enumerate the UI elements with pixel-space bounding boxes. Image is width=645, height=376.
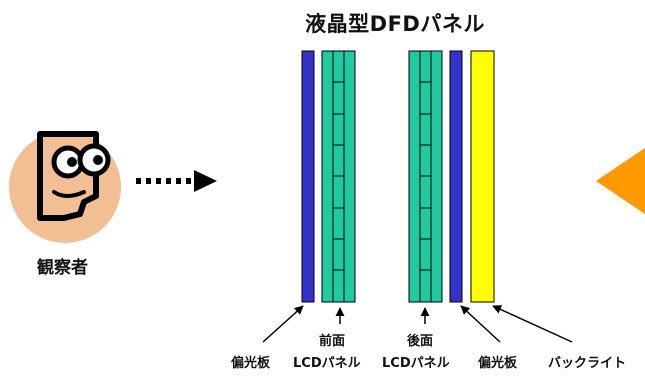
- front-lcd-panel: [321, 50, 356, 303]
- polarizer-front: [301, 50, 315, 303]
- observer-face-icon: [9, 131, 121, 243]
- light-source-icon: [596, 148, 645, 214]
- back-lcd-panel: [408, 50, 443, 303]
- label-front-line1: 前面: [319, 334, 346, 349]
- label-back-line1: 後面: [407, 334, 434, 349]
- label-backlight: バックライト: [548, 356, 627, 371]
- backlight-panel: [470, 50, 495, 303]
- label-arrows: [262, 305, 573, 343]
- diagram-title: 液晶型DFDパネル: [305, 12, 485, 36]
- label-front-line2: LCDパネル: [293, 356, 361, 371]
- observer-label: 観察者: [37, 258, 88, 278]
- sight-line-arrow: [136, 170, 217, 192]
- label-polarizer-front: 偏光板: [231, 356, 271, 371]
- label-back-line2: LCDパネル: [382, 356, 450, 371]
- label-polarizer-back: 偏光板: [478, 356, 518, 371]
- polarizer-back: [449, 50, 463, 303]
